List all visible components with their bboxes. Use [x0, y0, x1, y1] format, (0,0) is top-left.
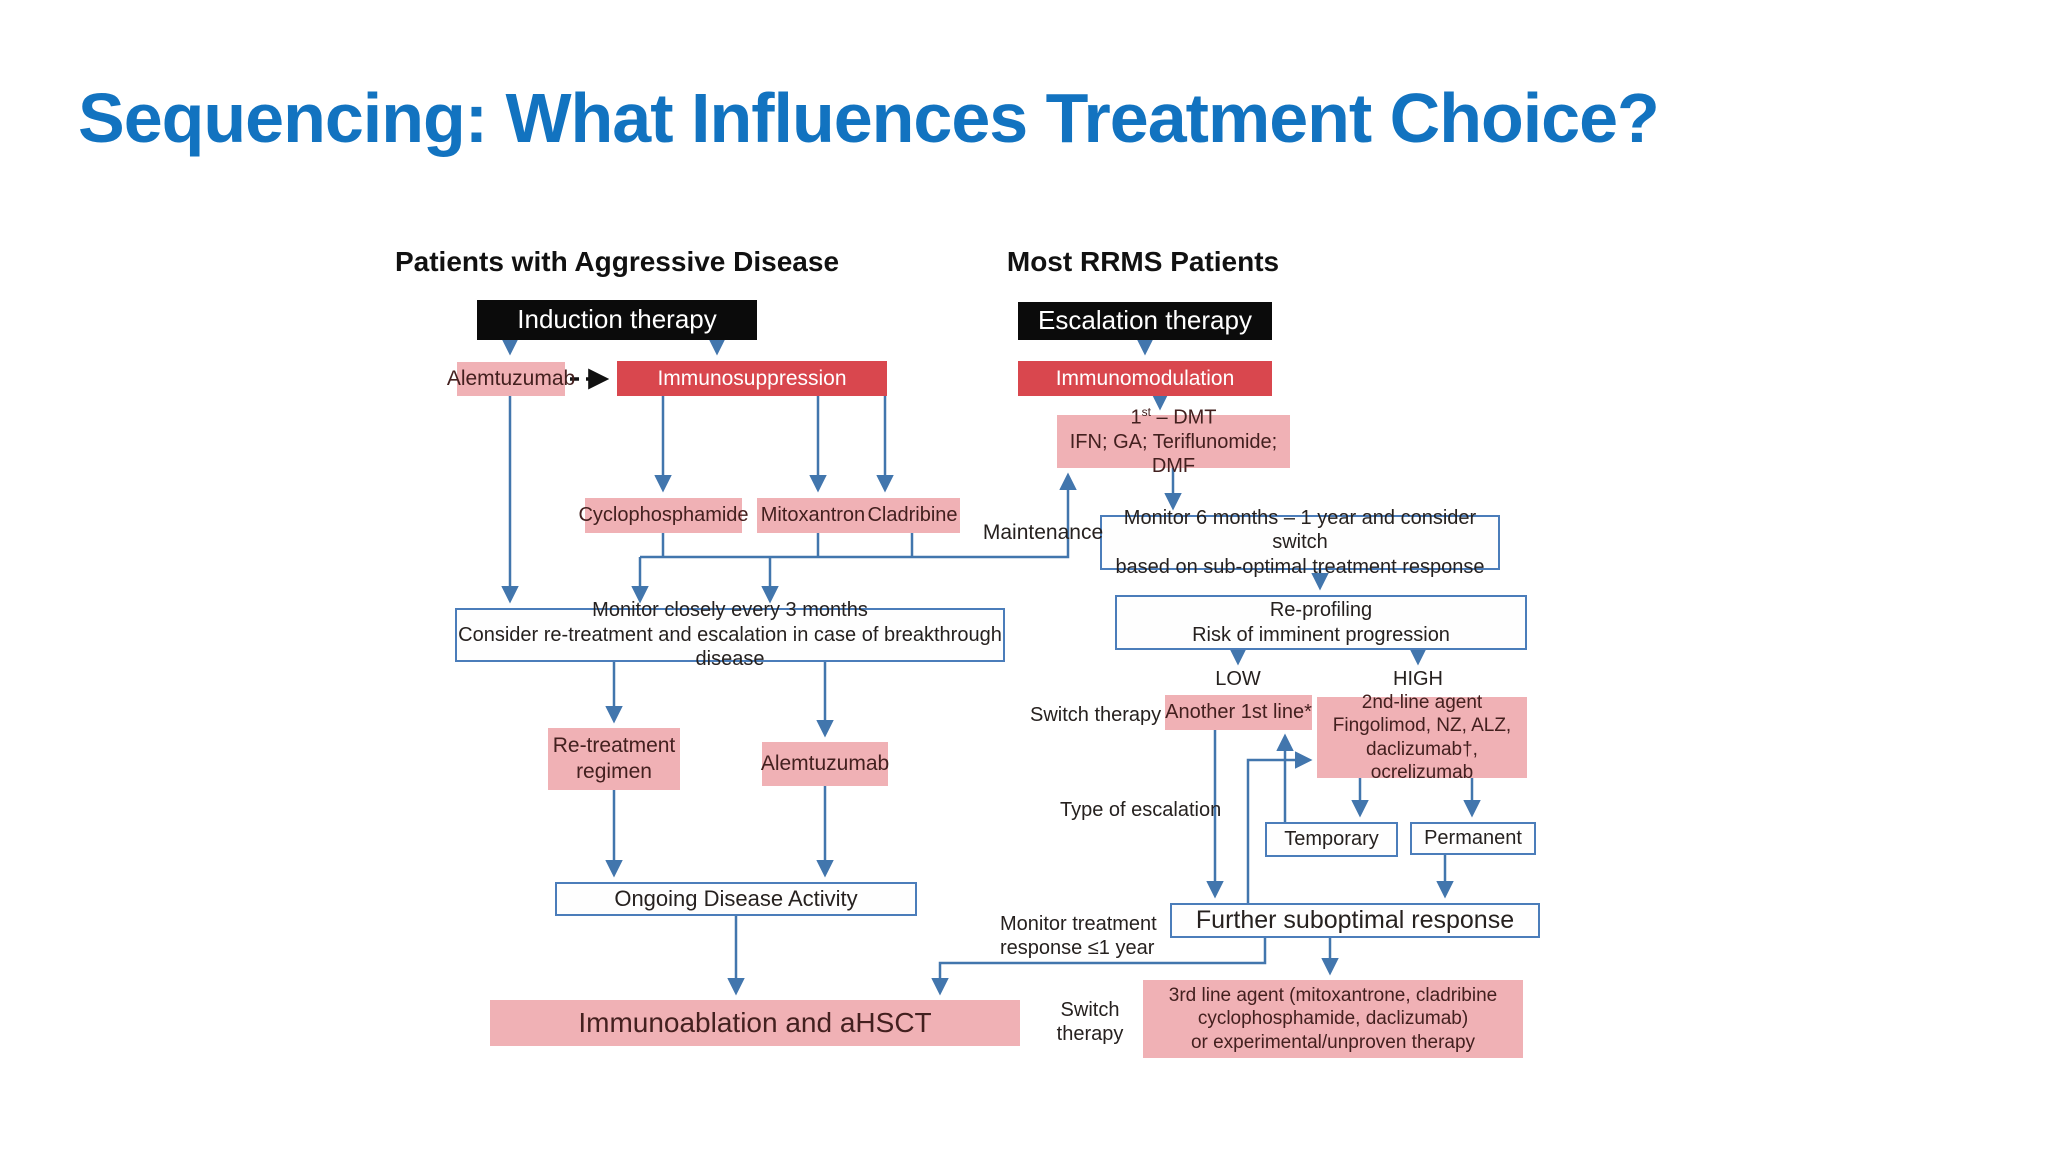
node-monitor-aggressive: Monitor closely every 3 months Consider … — [455, 599, 1005, 670]
node-immunomodulation: Immunomodulation — [1018, 361, 1272, 396]
label-monitor-treatment: Monitor treatment response ≤1 year — [1000, 913, 1157, 959]
node-first-dmt: 1st – DMT IFN; GA; Teriflunomide; DMF — [1057, 405, 1290, 477]
node-further-suboptimal-response: Further suboptimal response — [1170, 903, 1540, 938]
column-header-rrms: Most RRMS Patients — [1006, 246, 1280, 277]
node-immunoablation-ahsct: Immunoablation and aHSCT — [490, 1000, 1020, 1046]
node-temporary: Temporary — [1265, 822, 1398, 857]
node-retreatment-regimen: Re-treatment regimen — [548, 728, 680, 790]
node-ongoing-disease-activity: Ongoing Disease Activity — [555, 882, 917, 916]
node-cyclophosphamide: Cyclophosphamide — [578, 498, 749, 533]
label-high: HIGH — [1393, 668, 1443, 690]
label-maintenance: Maintenance — [982, 521, 1104, 544]
node-permanent: Permanent — [1410, 822, 1536, 855]
label-low: LOW — [1215, 668, 1261, 690]
node-reprofiling: Re-profiling Risk of imminent progressio… — [1115, 595, 1527, 650]
node-another-first-line: Another 1st line* — [1165, 695, 1312, 730]
node-mitoxantrone: Mitoxantrone — [757, 498, 880, 533]
node-third-line-agent: 3rd line agent (mitoxantrone, cladribine… — [1143, 980, 1523, 1058]
label-switch-therapy-bottom: Switch therapy — [1056, 999, 1124, 1045]
node-alemtuzumab-escalated: Alemtuzumab — [761, 742, 889, 786]
slide-title: Sequencing: What Influences Treatment Ch… — [78, 79, 1660, 157]
node-immunosuppression: Immunosuppression — [617, 361, 887, 396]
node-cladribine: Cladribine — [865, 498, 960, 533]
node-monitor-rrms: Monitor 6 months – 1 year and consider s… — [1100, 507, 1500, 578]
node-alemtuzumab-induction: Alemtuzumab — [447, 362, 575, 396]
node-second-line-agent: 2nd-line agent Fingolimod, NZ, ALZ, dacl… — [1317, 692, 1527, 783]
label-type-of-escalation: Type of escalation — [1060, 799, 1222, 821]
node-induction-therapy: Induction therapy — [477, 300, 757, 340]
label-switch-therapy: Switch therapy — [1030, 704, 1162, 726]
column-header-aggressive: Patients with Aggressive Disease — [394, 246, 840, 277]
node-escalation-therapy: Escalation therapy — [1018, 302, 1272, 340]
